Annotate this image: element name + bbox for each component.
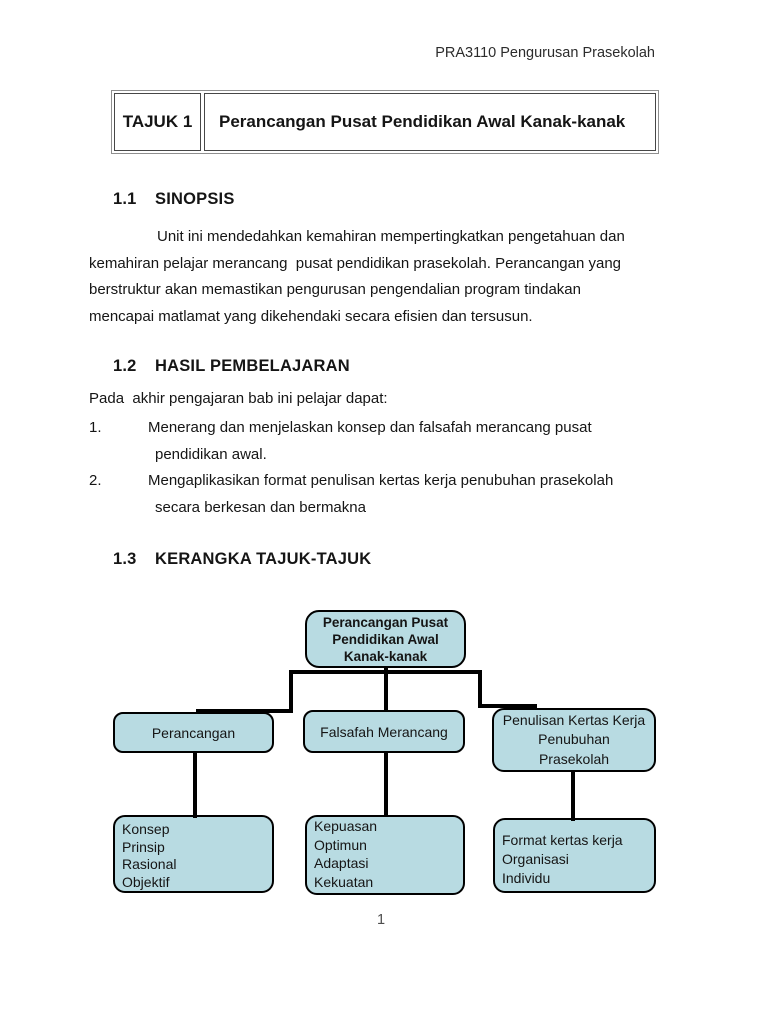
list-item-line: Menerang dan menjelaskan konsep dan fals…: [148, 419, 592, 436]
diagram-box-line: Kepuasan: [314, 818, 378, 834]
diagram-box-line: Penubuhan: [538, 731, 610, 748]
diagram-leaf-format: Format kertas kerja Organisasi Individu: [493, 818, 656, 893]
topic-title-cell: Perancangan Pusat Pendidikan Awal Kanak-…: [204, 93, 656, 151]
diagram-box-perancangan: Perancangan: [113, 712, 274, 753]
diagram-box-line: Organisasi: [502, 851, 569, 867]
diagram-leaf-konsep: Konsep Prinsip Rasional Objektif: [113, 815, 274, 893]
diagram-box-line: Optimun: [314, 836, 367, 853]
page-number: 1: [376, 912, 386, 928]
diagram-box-line: Adaptasi: [314, 855, 369, 871]
diagram-root-box: Perancangan Pusat Pendidikan Awal Kanak-…: [305, 610, 466, 668]
diagram-box-penulisan: Penulisan Kertas Kerja Penubuhan Praseko…: [492, 708, 656, 772]
paragraph-line: kemahiran pelajar merancang pusat pendid…: [89, 254, 622, 272]
topic-label-cell: TAJUK 1: [114, 93, 201, 151]
section-heading-synopsis: 1.1 SINOPSIS: [113, 190, 235, 209]
diagram-box-line: Konsep: [122, 821, 170, 837]
list-item: 1. Menerang dan menjelaskan konsep dan f…: [89, 415, 667, 468]
diagram-box-line: Format kertas kerja: [502, 832, 623, 848]
list-item: 2. Mengaplikasikan format penulisan kert…: [89, 468, 667, 521]
paragraph-line: berstruktur akan memastikan pengurusan p…: [89, 281, 581, 299]
diagram-box-line: Individu: [502, 870, 551, 886]
synopsis-paragraph: Unit ini mendedahkan kemahiran mempertin…: [89, 224, 661, 330]
list-item-line: secara berkesan dan bermakna: [155, 498, 366, 516]
list-item-text: Mengaplikasikan format penulisan kertas …: [148, 468, 613, 521]
paragraph-line: mencapai matlamat yang dikehendaki secar…: [89, 307, 533, 325]
diagram-box-line: Rasional: [122, 856, 177, 872]
diagram-leaf-kepuasan: Kepuasan Optimun Adaptasi Kekuatan: [305, 815, 465, 895]
diagram-box-line: Perancangan Pusat: [322, 614, 449, 630]
diagram-box-line: Prasekolah: [538, 750, 610, 767]
topic-title-table: TAJUK 1 Perancangan Pusat Pendidikan Awa…: [111, 90, 659, 154]
outcomes-intro: Pada akhir pengajaran bab ini pelajar da…: [89, 390, 388, 407]
section-number: 1.1: [113, 190, 137, 208]
diagram-box-line: Prinsip: [122, 838, 165, 855]
list-item-line: pendidikan awal.: [155, 445, 267, 463]
list-item-text: Menerang dan menjelaskan konsep dan fals…: [148, 415, 592, 468]
header-course-code: PRA3110 Pengurusan Prasekolah: [435, 45, 655, 61]
section-heading-outcomes: 1.2 HASIL PEMBELAJARAN: [113, 357, 350, 376]
outcomes-list: 1. Menerang dan menjelaskan konsep dan f…: [89, 415, 667, 521]
diagram-box-line: Penulisan Kertas Kerja: [502, 711, 646, 728]
section-title: KERANGKA TAJUK-TAJUK: [155, 550, 372, 568]
diagram-box-line: Kekuatan: [314, 873, 374, 890]
diagram-box-line: Kanak-kanak: [343, 648, 428, 664]
topic-framework-diagram: Perancangan Pusat Pendidikan Awal Kanak-…: [0, 600, 768, 935]
section-number: 1.2: [113, 357, 137, 375]
section-heading-framework: 1.3 KERANGKA TAJUK-TAJUK: [113, 550, 371, 569]
section-number: 1.3: [113, 550, 137, 568]
paragraph-line: Unit ini mendedahkan kemahiran mempertin…: [157, 228, 625, 245]
list-item-line: Mengaplikasikan format penulisan kertas …: [148, 472, 614, 490]
diagram-box-line: Pendidikan Awal: [332, 631, 439, 647]
diagram-box-line: Objektif: [122, 873, 170, 890]
diagram-box-falsafah: Falsafah Merancang: [303, 710, 465, 753]
list-item-number: 1.: [89, 419, 102, 436]
list-item-number: 2.: [89, 472, 102, 490]
section-title: HASIL PEMBELAJARAN: [155, 357, 350, 375]
section-title: SINOPSIS: [155, 190, 235, 208]
